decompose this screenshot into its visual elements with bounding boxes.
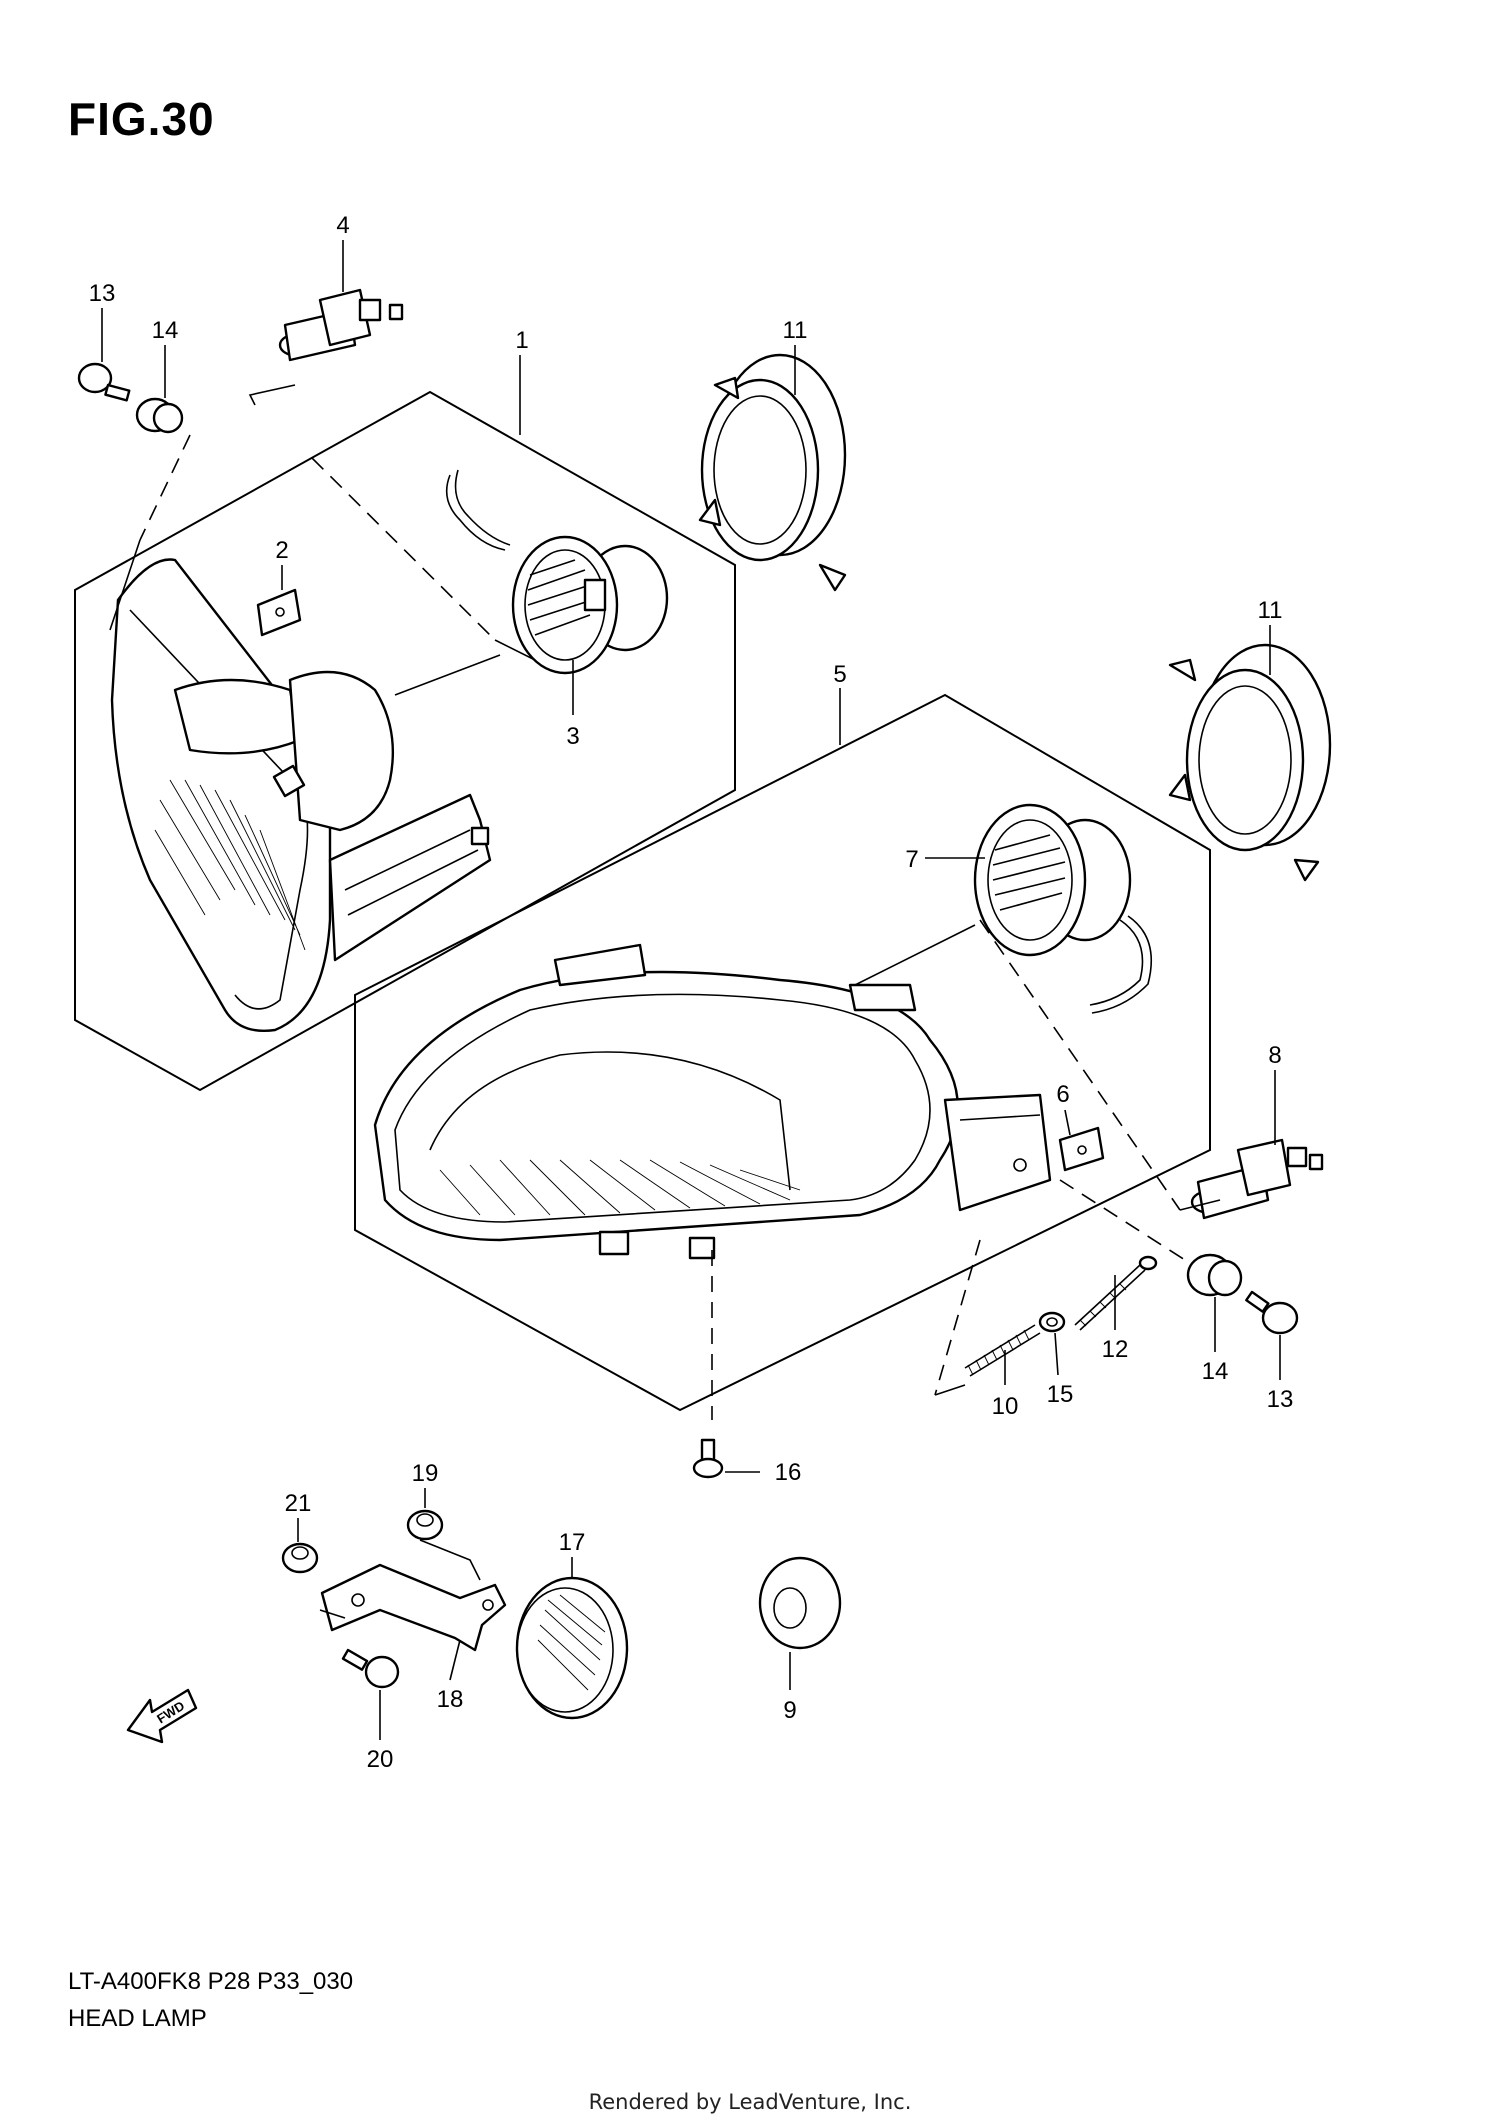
callout-leaders <box>101 240 1281 1740</box>
screw-16 <box>692 1438 724 1479</box>
callout-4: 4 <box>336 212 349 239</box>
screw-13-top <box>77 362 131 402</box>
grommet-9 <box>758 1556 842 1650</box>
callout-14-lower: 14 <box>1202 1358 1229 1385</box>
callout-12: 12 <box>1102 1336 1129 1363</box>
model-code: LT-A400FK8 P28 P33_030 <box>68 1968 354 1995</box>
screw-20 <box>341 1648 400 1689</box>
callout-5: 5 <box>833 661 846 688</box>
callout-1: 1 <box>515 327 528 354</box>
assembly-box-5 <box>354 693 1211 1412</box>
reflector-17 <box>515 1576 629 1720</box>
callout-6: 6 <box>1056 1081 1069 1108</box>
bulb-socket-7 <box>973 803 1153 1014</box>
callout-18: 18 <box>437 1686 464 1713</box>
nut-21 <box>281 1542 319 1574</box>
callout-8: 8 <box>1268 1042 1281 1069</box>
clip-6 <box>1058 1126 1105 1172</box>
callout-13-lower: 13 <box>1267 1386 1294 1413</box>
callout-3: 3 <box>566 723 579 750</box>
callout-7: 7 <box>905 846 918 873</box>
figure-title: FIG.30 <box>68 93 215 145</box>
headlamp-unit-right <box>373 943 1052 1260</box>
spring-10 <box>964 1324 1041 1377</box>
bulb-4 <box>278 288 404 362</box>
grommet-14-lower <box>1186 1253 1243 1297</box>
headlamp-unit-left <box>110 558 492 1032</box>
bulb-8 <box>1190 1138 1324 1220</box>
exploded-parts-diagram: FWD 1 <box>74 212 1332 1773</box>
callout-17: 17 <box>559 1529 586 1556</box>
callout-10: 10 <box>992 1393 1019 1420</box>
callout-14-top: 14 <box>152 317 179 344</box>
adapter-ring-11-upper <box>698 353 847 592</box>
screw-12 <box>1074 1255 1158 1331</box>
screw-13-lower <box>1245 1290 1299 1335</box>
callout-11-upper: 11 <box>783 317 808 344</box>
assembly-box-1 <box>74 390 736 1092</box>
callout-19: 19 <box>412 1460 439 1487</box>
callout-11-lower: 11 <box>1258 597 1283 624</box>
bulb-socket-3 <box>445 469 669 675</box>
callout-21: 21 <box>285 1490 312 1517</box>
adapter-ring-11-lower <box>1168 643 1332 882</box>
callout-9: 9 <box>783 1697 796 1724</box>
callout-20: 20 <box>367 1746 394 1773</box>
callout-15: 15 <box>1047 1381 1074 1408</box>
callout-13-top: 13 <box>89 280 116 307</box>
render-credit: Rendered by LeadVenture, Inc. <box>588 2090 912 2114</box>
fwd-arrow-icon: FWD <box>126 1688 198 1744</box>
callout-16: 16 <box>775 1459 802 1486</box>
assembly-name: HEAD LAMP <box>68 2005 207 2032</box>
callout-2: 2 <box>275 537 288 564</box>
nut-19 <box>406 1509 444 1541</box>
washer-15 <box>1038 1311 1066 1333</box>
grommet-14-top <box>135 397 184 434</box>
bracket-18 <box>320 1563 507 1652</box>
clip-2 <box>256 588 302 637</box>
